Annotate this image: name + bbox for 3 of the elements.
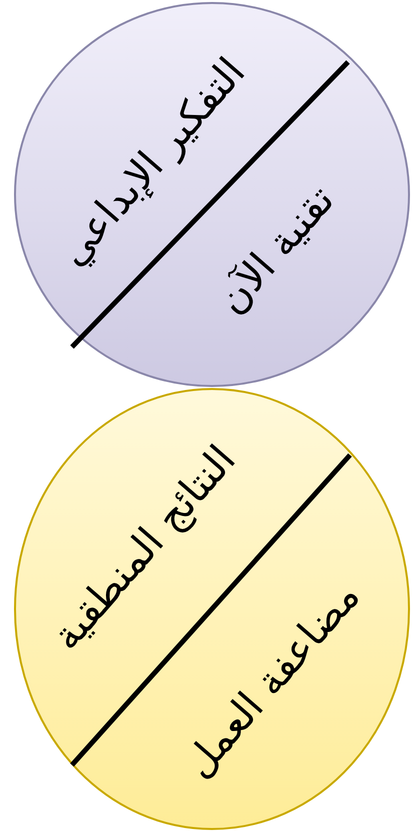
- node-text: تقنية الآن: [209, 178, 343, 322]
- oval-shape: [14, 388, 410, 830]
- oval-shape: [14, 2, 410, 387]
